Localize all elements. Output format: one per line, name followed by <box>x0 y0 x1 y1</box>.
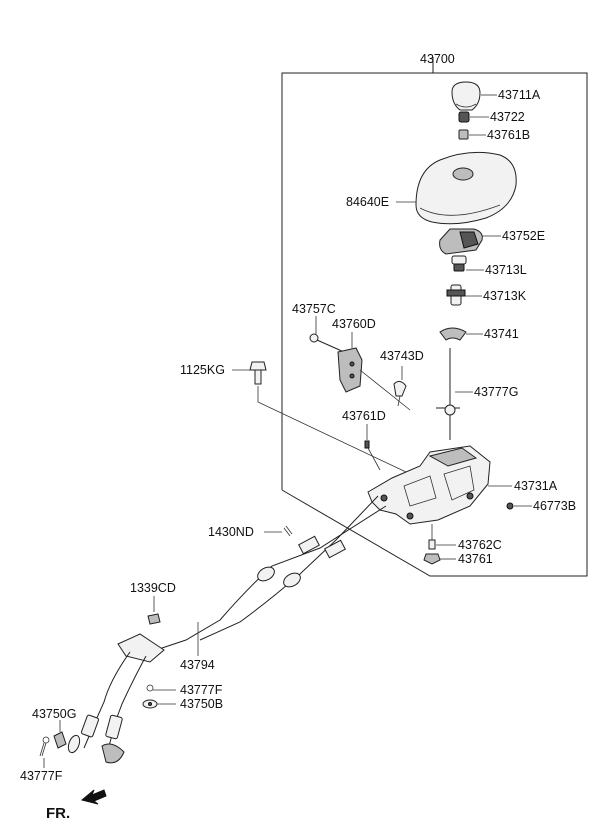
bushing-part <box>451 255 484 272</box>
bolt-part <box>309 316 345 353</box>
shift-lever-part <box>436 348 473 440</box>
part-label-43777F-lower: 43777F <box>20 769 63 783</box>
part-label-43761D: 43761D <box>342 409 386 423</box>
part-label-43750B: 43750B <box>180 697 223 711</box>
lever-housing-part <box>439 228 501 255</box>
part-label-43713L: 43713L <box>485 263 527 277</box>
shift-cable-part <box>67 495 387 764</box>
part-label-43752E: 43752E <box>502 229 545 243</box>
part-label-43731A: 43731A <box>514 479 558 493</box>
part-label-43777F-upper: 43777F <box>180 683 223 697</box>
part-label-43743D: 43743D <box>380 349 424 363</box>
grommet-part <box>147 596 161 625</box>
part-label-1430ND: 1430ND <box>208 525 254 539</box>
rod-part <box>446 284 482 306</box>
part-label-43741: 43741 <box>484 327 519 341</box>
part-label-43760D: 43760D <box>332 317 376 331</box>
washer-part <box>142 699 176 709</box>
part-label-1339CD: 1339CD <box>130 581 176 595</box>
retainer-pin-part-lower <box>39 736 50 768</box>
part-label-43750G: 43750G <box>32 707 76 721</box>
bolt-nut-part <box>423 524 456 565</box>
nut-part <box>458 129 486 140</box>
clip-pin-part <box>506 502 532 510</box>
retainer-pin-part <box>146 684 176 692</box>
part-label-43711A: 43711A <box>498 88 541 102</box>
part-label-43722: 43722 <box>490 110 525 124</box>
part-label-1125KG: 1125KG <box>180 363 225 377</box>
front-arrow-icon <box>80 789 107 805</box>
part-label-43757C: 43757C <box>292 302 336 316</box>
part-label-46773B: 46773B <box>533 499 576 513</box>
clip-part <box>439 327 483 341</box>
part-label-43713K: 43713K <box>483 289 527 303</box>
part-label-43777G: 43777G <box>474 385 518 399</box>
part-label-43761: 43761 <box>458 552 493 566</box>
mounting-bolt-part <box>232 361 407 473</box>
part-label-43794: 43794 <box>180 658 215 672</box>
split-pin-part <box>264 525 293 537</box>
spring-part <box>458 111 489 123</box>
assembly-label: 43700 <box>420 52 455 66</box>
part-label-43762C: 43762C <box>458 538 502 552</box>
bracket-part <box>337 332 411 411</box>
front-label: FR. <box>46 805 70 820</box>
assembly-boundary <box>281 57 588 577</box>
cable-clip-part <box>393 366 407 407</box>
base-bracket-part <box>367 445 512 525</box>
shift-boot-cover-part <box>396 151 517 225</box>
pin-part <box>364 424 381 471</box>
shift-knob-part <box>451 81 497 111</box>
part-label-84640E: 84640E <box>346 195 389 209</box>
part-label-43761B: 43761B <box>487 128 530 142</box>
bushing-clip-part <box>53 720 67 749</box>
